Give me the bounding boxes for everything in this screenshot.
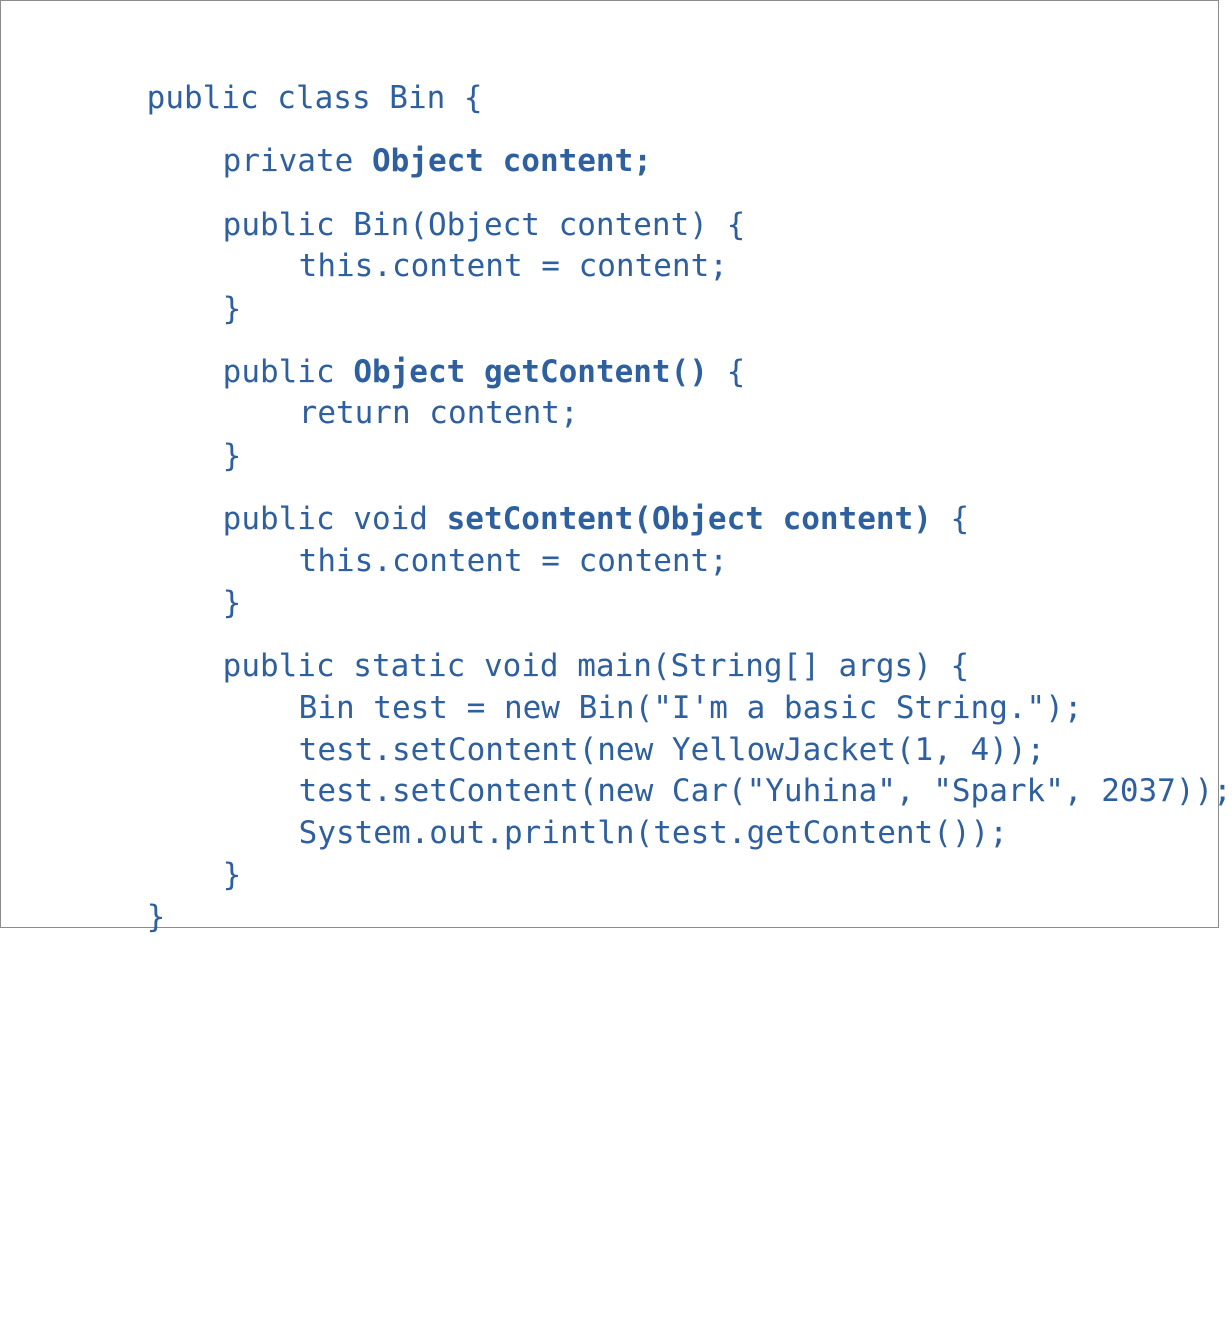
code-figure-frame	[0, 0, 1219, 928]
code-line: System.out.println(test.getContent());	[224, 770, 1008, 851]
code-line: this.content = content;	[224, 203, 728, 284]
code-line: }	[148, 540, 242, 621]
code-line: private Object content;	[148, 98, 652, 179]
code-token: public Bin(Object content) {	[222, 207, 746, 243]
code-line: this.content = content;	[224, 498, 728, 579]
code-line: public static void main(String[] args) {	[148, 603, 970, 684]
code-token: {	[707, 354, 746, 390]
code-line: test.setContent(new YellowJacket(1, 4));	[224, 687, 1046, 768]
code-token: }	[222, 438, 242, 474]
code-token: test.setContent(new YellowJacket(1, 4));	[298, 732, 1046, 768]
code-token: Bin test = new Bin("I'm a basic String."…	[298, 690, 1083, 726]
code-line: test.setContent(new Car("Yuhina", "Spark…	[224, 728, 1232, 809]
code-line: }	[72, 854, 166, 935]
code-line: }	[148, 812, 242, 893]
code-token: public	[222, 354, 354, 390]
code-block: public class Bin { private Object conten…	[72, 35, 1232, 935]
code-line: }	[148, 246, 242, 327]
code-line: public void setContent(Object content) {	[148, 456, 970, 537]
code-token: public class Bin {	[146, 80, 483, 116]
code-token: }	[146, 899, 166, 935]
code-token: public void	[222, 501, 447, 537]
code-token: return content;	[298, 395, 579, 431]
code-token: this.content = content;	[298, 543, 728, 579]
code-token: }	[222, 291, 242, 327]
code-token: }	[222, 857, 242, 893]
code-token-bold: Object content;	[371, 143, 652, 179]
code-token: System.out.println(test.getContent());	[298, 815, 1008, 851]
code-token: private	[222, 143, 372, 179]
code-line: public Bin(Object content) {	[148, 162, 746, 243]
code-line: public Object getContent() {	[148, 309, 746, 390]
code-line: Bin test = new Bin("I'm a basic String."…	[224, 645, 1083, 726]
code-line: public class Bin {	[72, 35, 483, 116]
code-line: }	[148, 393, 242, 474]
code-token-bold: setContent(Object content)	[446, 501, 932, 537]
code-token: this.content = content;	[298, 248, 728, 284]
code-token: public static void main(String[] args) {	[222, 648, 970, 684]
code-token: }	[222, 585, 242, 621]
code-token: {	[931, 501, 970, 537]
code-line: return content;	[224, 350, 579, 431]
code-token-bold: Object getContent()	[353, 354, 708, 390]
code-token: test.setContent(new Car("Yuhina", "Spark…	[298, 773, 1232, 809]
